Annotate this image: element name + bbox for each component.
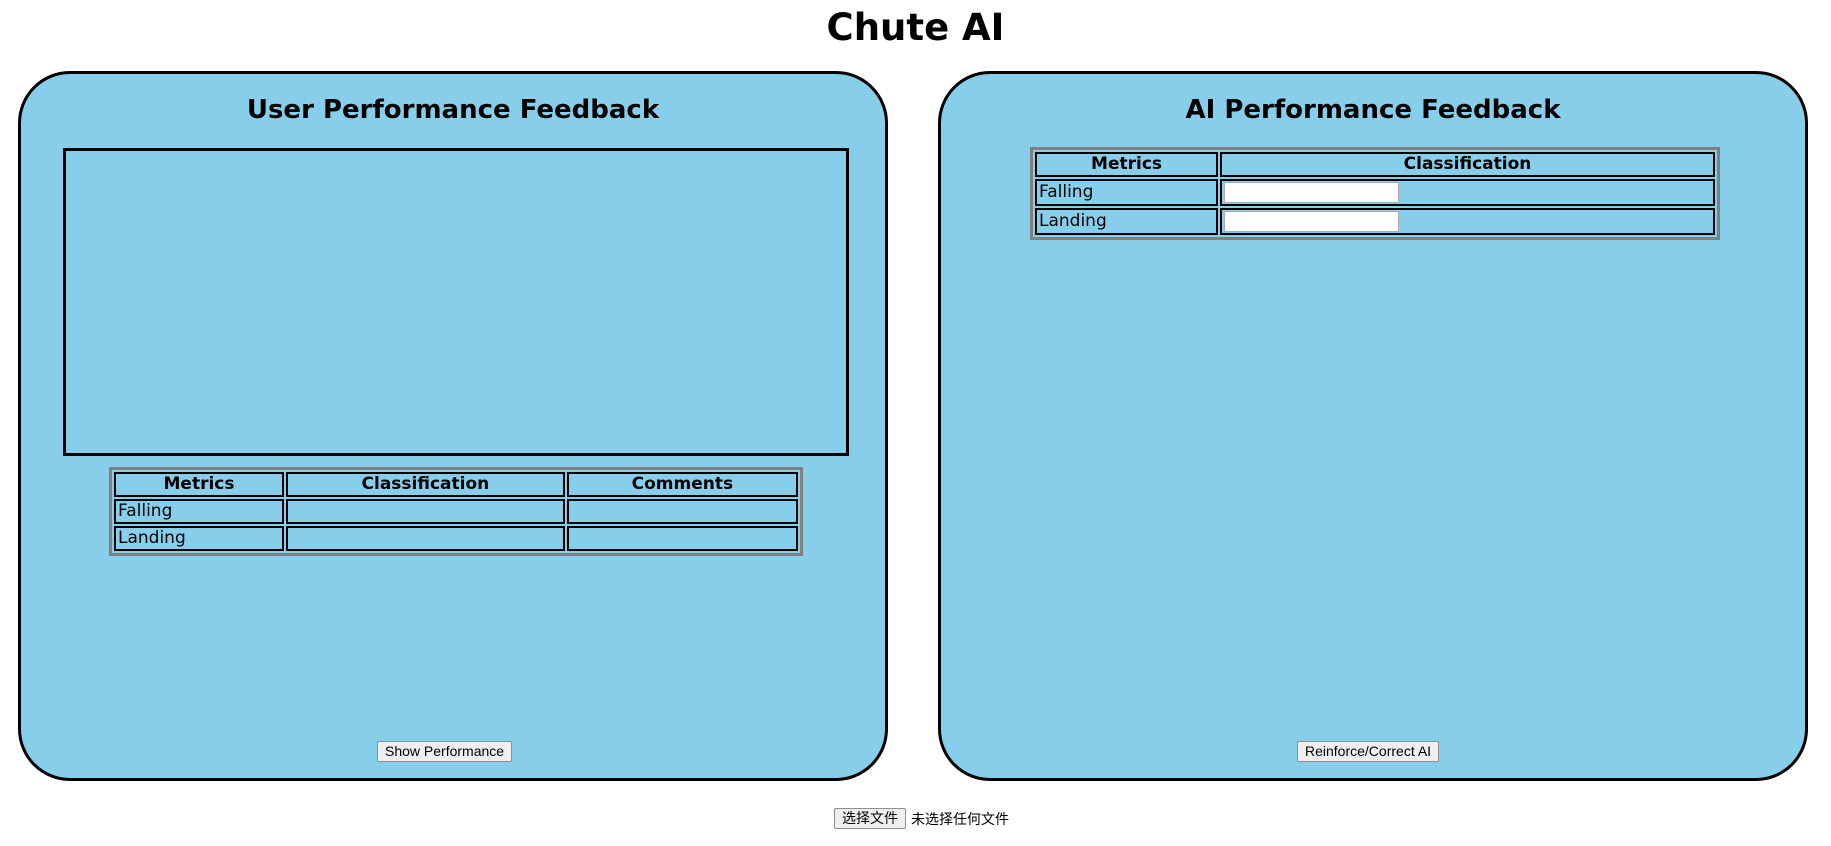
column-header-classification: Classification — [1220, 152, 1715, 177]
column-header-classification: Classification — [286, 472, 565, 497]
user-panel-heading: User Performance Feedback — [246, 95, 660, 125]
ai-performance-panel: AI Performance Feedback Metrics Classifi… — [938, 71, 1808, 781]
classification-cell — [1220, 208, 1715, 235]
comments-cell — [566, 526, 798, 551]
column-header-comments: Comments — [566, 472, 798, 497]
column-header-metrics: Metrics — [1035, 152, 1219, 177]
metric-cell: Falling — [114, 499, 284, 524]
classification-cell — [286, 526, 565, 551]
metric-cell: Landing — [114, 526, 284, 551]
table-row: Falling — [114, 499, 798, 524]
metric-cell: Landing — [1035, 208, 1219, 235]
file-status-text: 未选择任何文件 — [911, 811, 1009, 828]
comments-cell — [566, 499, 798, 524]
ai-metrics-table: Metrics Classification Falling Landing — [1030, 147, 1720, 240]
table-row: Landing — [114, 526, 798, 551]
user-performance-panel: User Performance Feedback Metrics Classi… — [18, 71, 888, 781]
table-row: Landing — [1035, 208, 1715, 235]
column-header-metrics: Metrics — [114, 472, 284, 497]
metric-cell: Falling — [1035, 179, 1219, 206]
table-row: Falling — [1035, 179, 1715, 206]
show-performance-button[interactable]: Show Performance — [377, 741, 513, 762]
classification-cell — [1220, 179, 1715, 206]
landing-classification-input[interactable] — [1224, 211, 1400, 232]
file-input[interactable]: 选择文件 未选择任何文件 — [834, 808, 1009, 829]
reinforce-correct-ai-button[interactable]: Reinforce/Correct AI — [1297, 741, 1440, 762]
ai-panel-heading: AI Performance Feedback — [1185, 95, 1561, 125]
user-metrics-table: Metrics Classification Comments Falling … — [109, 467, 803, 556]
falling-classification-input[interactable] — [1224, 182, 1400, 203]
table-header-row: Metrics Classification — [1035, 152, 1715, 177]
performance-display-area — [63, 148, 849, 456]
classification-cell — [286, 499, 565, 524]
page-title: Chute AI — [826, 6, 1005, 49]
choose-file-button[interactable]: 选择文件 — [834, 808, 906, 829]
table-header-row: Metrics Classification Comments — [114, 472, 798, 497]
